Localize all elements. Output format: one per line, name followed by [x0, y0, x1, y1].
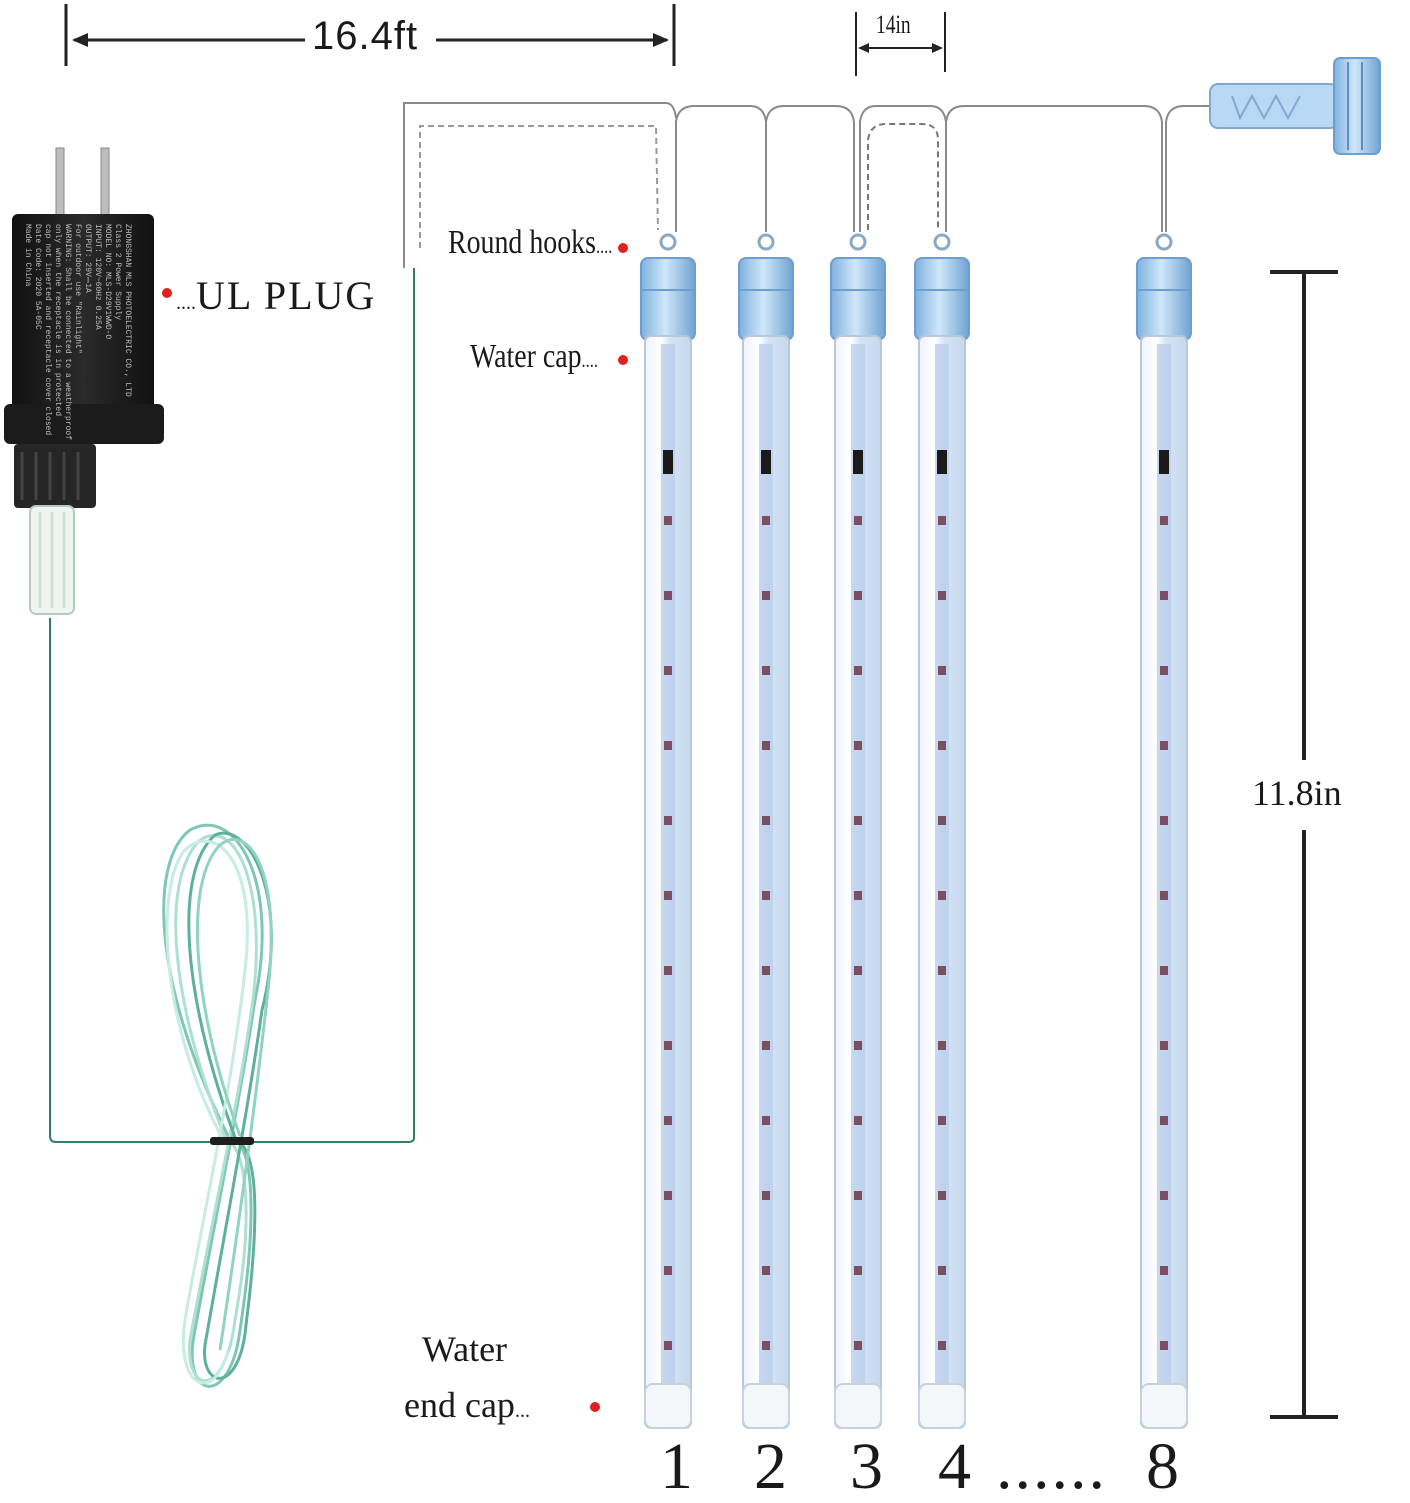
adapter-text-line: only when the receptacle is in protected — [53, 224, 62, 416]
water-cap-text: Water cap — [470, 338, 582, 375]
spacing-dimension — [855, 12, 946, 76]
water-cap-dots: .... — [581, 350, 598, 372]
water-cap-label: Water cap.... — [470, 338, 598, 376]
wire-harness — [403, 102, 1214, 268]
water-end-cap-line2: end cap... — [404, 1384, 530, 1426]
tube-length-label: 11.8in — [1252, 773, 1342, 813]
meteor-tubes — [640, 233, 1192, 1429]
round-hooks-dots: .... — [595, 236, 613, 258]
length-label: 16.4ft — [312, 14, 419, 58]
water-end-cap — [742, 1383, 790, 1429]
round-hook — [1155, 233, 1173, 251]
tube-8 — [1136, 233, 1192, 1429]
water-end-cap — [918, 1383, 966, 1429]
adapter-text-line: ZHONGSHAN MLS PHOTOELECTRIC CO., LTD — [123, 224, 132, 397]
round-hooks-text: Round hooks — [448, 224, 596, 261]
round-hook — [659, 233, 677, 251]
water-end-cap-text: end cap — [404, 1385, 515, 1425]
water-end-cap-line1: Water — [422, 1329, 508, 1369]
tube-number-8: 8 — [1146, 1430, 1179, 1503]
ul-plug-label: ....UL PLUG — [176, 272, 376, 319]
adapter-text-line: cap not inserted and receptacle cover cl… — [43, 224, 52, 435]
adapter-text-line: MODEL NO: MLS-D29V1WWD-O — [103, 224, 112, 339]
water-end-cap — [644, 1383, 692, 1429]
water-cap — [830, 257, 886, 341]
tube-number-3: 3 — [850, 1430, 883, 1503]
adapter-text-line: OUTPUT: 29V⎓1A — [83, 224, 92, 293]
tube-number-1: 1 — [660, 1430, 693, 1503]
tube-2 — [738, 233, 794, 1429]
water-cap — [914, 257, 970, 341]
callout-markers — [162, 243, 628, 1412]
tube-length-dimension — [1270, 270, 1338, 1419]
end-connector — [1209, 57, 1381, 155]
water-end-cap — [834, 1383, 882, 1429]
adapter-text-line: WARNING: Shall be connected to a weather… — [63, 224, 72, 440]
adapter-text-line: For outdoor use "Rainlight" — [73, 224, 82, 354]
tube-4 — [914, 233, 970, 1429]
water-cap — [738, 257, 794, 341]
water-end-cap-dots: ... — [514, 1400, 530, 1422]
adapter-text-line: Date Code: 2020 5A-05C — [33, 224, 42, 330]
tube-3 — [830, 233, 886, 1429]
coiled-cable — [162, 823, 273, 1388]
power-adapter: ZHONGSHAN MLS PHOTOELECTRIC CO., LTDClas… — [4, 147, 164, 615]
round-hook — [849, 233, 867, 251]
tube-number-2: 2 — [754, 1430, 787, 1503]
round-hook — [757, 233, 775, 251]
round-hooks-label: Round hooks.... — [448, 224, 612, 262]
round-hook — [933, 233, 951, 251]
spacing-label: 14in — [876, 10, 911, 39]
tube-number-4: 4 — [938, 1430, 971, 1503]
tube-1 — [640, 233, 696, 1429]
ul-plug-dots: .... — [176, 292, 196, 314]
water-end-cap — [1140, 1383, 1188, 1429]
adapter-text-line: INPUT: 120V~60Hz 0.25A — [93, 224, 102, 330]
length-dimension — [64, 4, 676, 66]
tube-ellipsis: ...... — [996, 1430, 1107, 1503]
water-cap — [640, 257, 696, 341]
ul-plug-text: UL PLUG — [196, 273, 377, 318]
adapter-text-line: Class 2 Power Supply — [113, 224, 122, 320]
adapter-text-line: Made in China — [23, 224, 32, 287]
water-cap — [1136, 257, 1192, 341]
